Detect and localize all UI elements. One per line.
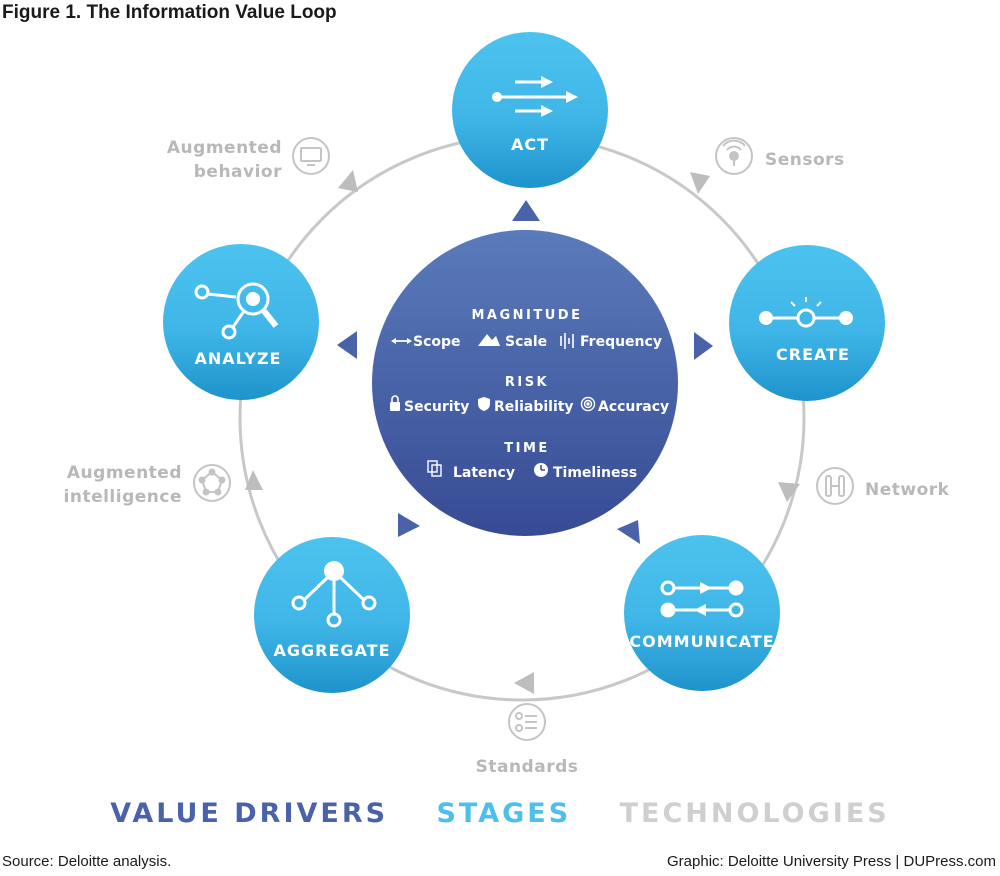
frequency-label: Frequency: [580, 334, 662, 350]
information-value-loop-diagram: MAGNITUDE Scope Scale Frequency RISK Sec…: [64, 32, 950, 777]
svg-text:CREATE: CREATE: [776, 345, 850, 364]
legend: VALUE DRIVERS STAGES TECHNOLOGIES: [0, 798, 1000, 829]
tech-network: Network: [816, 467, 950, 505]
security-label: Security: [404, 399, 469, 415]
stage-aggregate: AGGREGATE: [254, 537, 410, 693]
svg-text:Standards: Standards: [476, 757, 579, 777]
svg-text:Augmented: Augmented: [167, 138, 282, 158]
timeliness-label: Timeliness: [553, 465, 637, 481]
svg-text:intelligence: intelligence: [64, 487, 182, 507]
source-note: Source: Deloitte analysis.: [2, 853, 172, 870]
network-icon: [816, 467, 854, 505]
ring-arrow-analyze-act: [338, 170, 358, 192]
svg-text:AGGREGATE: AGGREGATE: [273, 641, 390, 660]
hub-arrow-bottom-right: [617, 520, 640, 544]
frequency-icon: [560, 333, 574, 349]
scale-label: Scale: [505, 334, 547, 350]
time-heading: TIME: [504, 441, 550, 456]
stage-analyze: ANALYZE: [163, 244, 319, 400]
scale-icon: [478, 334, 500, 346]
magnitude-heading: MAGNITUDE: [472, 308, 583, 323]
hub-arrows: [337, 200, 713, 544]
legend-technologies: TECHNOLOGIES: [619, 798, 890, 829]
svg-text:Network: Network: [865, 480, 950, 500]
reliability-label: Reliability: [494, 399, 574, 415]
svg-text:ANALYZE: ANALYZE: [195, 349, 282, 368]
hub-arrow-bottom-left: [398, 513, 420, 537]
latency-icon: [427, 460, 442, 477]
ring-arrow-communicate-aggregate: [514, 672, 534, 694]
ring-arrow-create-communicate: [778, 482, 800, 502]
sensors-icon: [715, 137, 753, 175]
tech-augmented-intelligence: Augmented intelligence: [64, 463, 231, 507]
tech-sensors: Sensors: [715, 137, 845, 175]
credit-note: Graphic: Deloitte University Press | DUP…: [667, 853, 996, 870]
create-icon: [759, 297, 853, 328]
standards-icon: [508, 703, 546, 741]
augmented-intelligence-icon: [193, 464, 231, 502]
latency-label: Latency: [453, 465, 515, 481]
hub-arrow-right: [694, 332, 713, 360]
monitor-icon: [292, 137, 330, 175]
hub-arrow-left: [337, 331, 357, 359]
lock-icon: [390, 395, 400, 411]
analyze-icon: [194, 282, 279, 340]
scope-label: Scope: [413, 334, 461, 350]
svg-text:ACT: ACT: [511, 135, 549, 154]
stage-act: ACT: [452, 32, 608, 188]
svg-text:Augmented: Augmented: [67, 463, 182, 483]
legend-value-drivers: VALUE DRIVERS: [110, 798, 389, 829]
svg-text:behavior: behavior: [194, 162, 282, 182]
act-icon: [492, 76, 578, 117]
ring-arrow-aggregate-analyze: [245, 470, 263, 490]
hub-arrow-top: [512, 200, 540, 221]
ring-arrow-act-create: [690, 172, 710, 194]
tech-augmented-behavior: Augmented behavior: [167, 137, 330, 182]
risk-heading: RISK: [505, 375, 549, 390]
aggregate-icon: [291, 561, 377, 628]
shield-icon: [478, 397, 490, 411]
communicate-icon: [660, 580, 744, 618]
target-icon: [580, 396, 596, 412]
ring-arrows: [245, 170, 800, 694]
legend-stages: STAGES: [436, 798, 572, 829]
stage-create: CREATE: [729, 245, 885, 401]
svg-text:Sensors: Sensors: [765, 150, 845, 170]
tech-standards: Standards: [476, 703, 579, 777]
figure-title: Figure 1. The Information Value Loop: [2, 2, 337, 23]
svg-text:COMMUNICATE: COMMUNICATE: [629, 632, 774, 651]
accuracy-label: Accuracy: [598, 399, 669, 415]
value-drivers-hub: [372, 230, 678, 536]
scope-icon: [391, 338, 412, 344]
stage-communicate: COMMUNICATE: [624, 535, 780, 691]
clock-icon: [534, 463, 548, 477]
